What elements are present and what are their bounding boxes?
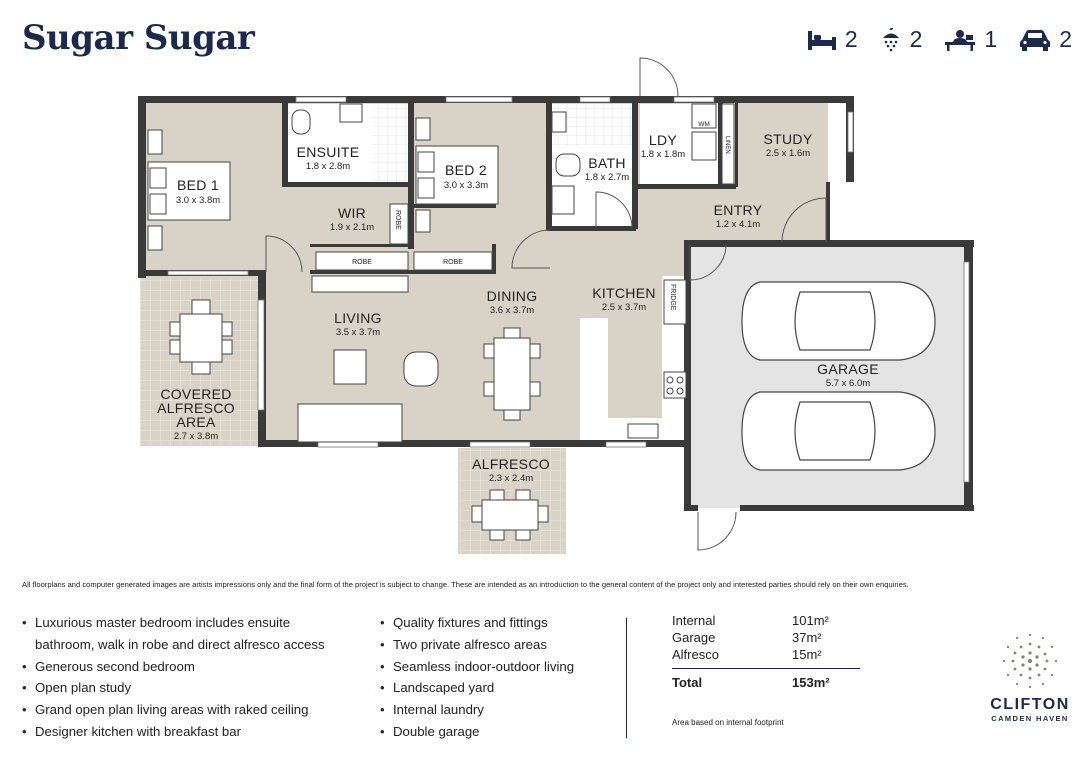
- total-value: 153m²: [792, 675, 830, 690]
- specs-bar: 2 2 1 2: [807, 26, 1072, 53]
- room-dim-living: 3.5 x 3.7m: [336, 327, 380, 338]
- bathrooms-count: 2: [909, 26, 923, 52]
- wm-label: WM: [698, 121, 710, 128]
- room-name-covered-alfresco-3: AREA: [176, 414, 216, 430]
- room-name-dining: DINING: [487, 288, 538, 304]
- room-dim-garage: 5.7 x 6.0m: [826, 378, 870, 389]
- list-item: Seamless indoor-outdoor living: [380, 656, 620, 678]
- list-item: Grand open plan living areas with raked …: [22, 699, 352, 721]
- list-item: Double garage: [380, 721, 620, 743]
- shower-icon: [882, 27, 899, 51]
- room-name-ensuite: ENSUITE: [297, 144, 360, 160]
- bed2-furniture: [415, 117, 499, 233]
- logo-name: CLIFTON: [990, 696, 1070, 713]
- room-name-covered-alfresco-2: ALFRESCO: [157, 400, 235, 416]
- car-icon: [1020, 29, 1051, 51]
- bed1-furniture: [147, 129, 231, 251]
- logo-subtitle: CAMDEN HAVEN: [991, 714, 1069, 723]
- disclaimer: All floorplans and computer generated im…: [22, 580, 909, 589]
- robe-label-1: ROBE: [352, 259, 372, 266]
- area-row: Internal 101m²: [672, 612, 860, 629]
- room-dim-ldy: 1.8 x 1.8m: [641, 149, 685, 160]
- area-table: Internal 101m² Garage 37m² Alfresco 15m²…: [672, 612, 860, 691]
- bedrooms-count: 2: [844, 26, 858, 52]
- list-item: Landscaped yard: [380, 677, 620, 699]
- car-bottom: [741, 391, 936, 471]
- linen-label: LINEN: [724, 136, 730, 154]
- doors: [265, 57, 827, 551]
- fridge-label: FRIDGE: [669, 284, 676, 311]
- list-item: Designer kitchen with breakfast bar: [22, 721, 352, 743]
- area-row: Garage 37m²: [672, 629, 860, 646]
- living-furniture: [297, 275, 439, 443]
- room-dim-entry: 1.2 x 4.1m: [716, 219, 760, 230]
- room-dim-bed2: 3.0 x 3.3m: [444, 180, 488, 191]
- ensuite-shower: [372, 104, 412, 186]
- bed-icon: [807, 30, 836, 50]
- breakfast-bar: [580, 318, 608, 444]
- car-top-left: [741, 281, 936, 361]
- logo-mark-icon: [1002, 633, 1058, 689]
- area-value: 15m²: [792, 647, 822, 662]
- room-dim-bed1: 3.0 x 3.8m: [176, 195, 220, 206]
- alfresco-furniture: [169, 299, 549, 541]
- room-name-study: STUDY: [764, 131, 813, 147]
- area-label: Alfresco: [672, 647, 719, 662]
- list-item: Generous second bedroom: [22, 656, 352, 678]
- area-value: 101m²: [792, 613, 829, 628]
- room-name-kitchen: KITCHEN: [592, 285, 656, 301]
- study-count: 1: [984, 26, 998, 52]
- room-dim-bath: 1.8 x 2.7m: [585, 172, 629, 183]
- features-list-right: Quality fixtures and fittings Two privat…: [380, 612, 620, 743]
- desk-icon: [945, 29, 976, 51]
- dining-furniture: [483, 327, 541, 421]
- room-dim-study: 2.5 x 1.6m: [766, 148, 810, 159]
- room-dim-ensuite: 1.8 x 2.8m: [306, 161, 350, 172]
- room-name-wir: WIR: [338, 205, 366, 221]
- divider: [626, 618, 627, 738]
- room-name-entry: ENTRY: [714, 202, 763, 218]
- wet-fixtures: [291, 103, 735, 215]
- list-item: Internal laundry: [380, 699, 620, 721]
- area-note: Area based on internal footprint: [672, 718, 784, 727]
- list-item: Two private alfresco areas: [380, 634, 620, 656]
- room-dim-dining: 3.6 x 3.7m: [490, 305, 534, 316]
- room-dim-covered-alfresco: 2.7 x 3.8m: [174, 431, 218, 442]
- floor-plan: BED 1 3.0 x 3.8m ENSUITE 1.8 x 2.8m BED …: [138, 57, 974, 554]
- area-label: Internal: [672, 613, 716, 628]
- page-title: Sugar Sugar: [22, 18, 255, 58]
- room-dim-wir: 1.9 x 2.1m: [330, 222, 374, 233]
- list-item: Luxurious master bedroom includes ensuit…: [22, 612, 352, 656]
- robe-label-2: ROBE: [443, 259, 463, 266]
- area-value: 37m²: [792, 630, 822, 645]
- room-name-covered-alfresco-1: COVERED: [160, 386, 231, 402]
- room-name-bath: BATH: [588, 155, 626, 171]
- room-name-bed1: BED 1: [177, 177, 219, 193]
- robe-label-vertical: ROBE: [394, 210, 401, 230]
- room-name-bed2: BED 2: [445, 162, 487, 178]
- cars-spec: 2: [1019, 26, 1072, 53]
- area-row: Alfresco 15m²: [672, 646, 860, 663]
- room-name-garage: GARAGE: [817, 361, 879, 377]
- list-item: Open plan study: [22, 677, 352, 699]
- room-dim-alfresco: 2.3 x 2.4m: [489, 473, 533, 484]
- room-name-ldy: LDY: [649, 132, 677, 148]
- kitchen-fixtures: [627, 279, 687, 439]
- area-label: Garage: [672, 630, 716, 645]
- total-row: Total 153m²: [672, 668, 860, 691]
- bedrooms-spec: 2: [807, 26, 858, 53]
- features-list-left: Luxurious master bedroom includes ensuit…: [22, 612, 352, 743]
- room-name-alfresco: ALFRESCO: [472, 456, 550, 472]
- list-item: Quality fixtures and fittings: [380, 612, 620, 634]
- windows: [167, 96, 970, 483]
- cars-count: 2: [1059, 26, 1072, 52]
- total-label: Total: [672, 675, 703, 690]
- clifton-logo: CLIFTON CAMDEN HAVEN: [982, 630, 1078, 723]
- bathrooms-spec: 2: [880, 26, 923, 53]
- study-spec: 1: [944, 26, 997, 53]
- room-dim-kitchen: 2.5 x 3.7m: [602, 302, 646, 313]
- room-name-living: LIVING: [334, 310, 382, 326]
